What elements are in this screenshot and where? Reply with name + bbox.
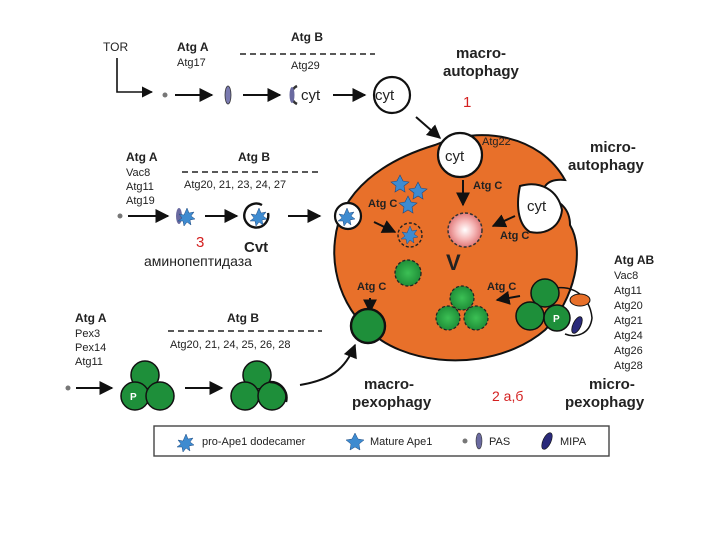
vacuole-label: V	[446, 250, 461, 275]
row2-number: 3	[196, 234, 204, 251]
row3-gene-1: Pex3	[75, 328, 100, 340]
row3-gene-2: Pex14	[75, 342, 106, 354]
row2-gene-2: Atg11	[126, 181, 154, 193]
vacuole-cyt-right: cyt	[527, 198, 547, 215]
micro-number: 2 а,б	[492, 388, 523, 404]
row1-arrow-to-vacuole	[415, 116, 442, 139]
row1-cyt-1: cyt	[301, 87, 321, 104]
micropex-p-label: P	[553, 314, 560, 325]
micro-pexophagy-title-2: pexophagy	[565, 394, 645, 411]
row2-proape1-icon	[177, 207, 196, 227]
micropex-peroxisome-2-icon	[515, 301, 545, 331]
vacuole-arrow-cvt	[373, 220, 397, 233]
micropex-vacuole-arm-icon	[569, 293, 591, 307]
atgc-label-2: Atg C	[500, 230, 529, 242]
row2-cvt-label: Cvt	[244, 239, 268, 256]
micro-gene-4: Atg21	[614, 315, 643, 327]
micropex-peroxisome-1-icon	[530, 278, 560, 308]
legend-mature-ape1-icon	[345, 432, 365, 451]
micro-pexophagy-title-1: micro-	[589, 376, 635, 393]
micropex-peroxisome-p-icon	[543, 304, 571, 332]
legend-dot-icon	[462, 438, 468, 444]
atgc-label-3: Atg C	[368, 198, 397, 210]
atgc-label-5: Atg C	[487, 281, 516, 293]
legend-item-2: Mature Ape1	[370, 436, 432, 448]
row1-atg29-label: Atg29	[291, 60, 320, 72]
row2-gene-1: Vac8	[126, 167, 150, 179]
tor-label: TOR	[103, 40, 128, 54]
vacuole-degraded-body-icon	[447, 212, 483, 248]
row3-atga-label: Atg A	[75, 311, 107, 325]
row2-atgb-list: Atg20, 21, 23, 24, 27	[184, 179, 286, 191]
micro-autophagy-title-2: autophagy	[568, 157, 644, 174]
vacuole-cyt-top-icon	[436, 131, 484, 179]
row1-pas-icon	[224, 85, 232, 105]
micro-gene-3: Atg20	[614, 300, 643, 312]
row3-atgb-list: Atg20, 21, 24, 25, 26, 28	[170, 339, 290, 351]
vacuole-pexophagosome-icon	[349, 307, 387, 345]
row3-peroxisome-4-icon	[230, 381, 260, 411]
macro-autophagy-title-1: macro-	[456, 45, 506, 62]
row3-dot-icon	[65, 385, 71, 391]
vacuole-invagination-icon	[517, 183, 564, 234]
legend-proape1-icon	[176, 433, 195, 453]
row1-atg17-label: Atg17	[177, 57, 206, 69]
micro-gene-1: Vac8	[614, 270, 638, 282]
row1-pas-small-icon	[289, 87, 295, 103]
legend-item-3: PAS	[489, 436, 510, 448]
micropex-arm-icon	[547, 286, 593, 337]
row2-atgb-label: Atg B	[238, 150, 270, 164]
row3-peroxisome-2-icon	[145, 381, 175, 411]
legend-pas-icon	[475, 432, 483, 450]
legend-box	[153, 425, 610, 457]
row1-dot-icon	[162, 92, 168, 98]
vacuole-arrow-micropex	[495, 290, 521, 305]
row3-gene-3: Atg11	[75, 356, 103, 368]
row2-phagophore-icon	[243, 202, 270, 229]
vacuole-cyt-top: cyt	[445, 148, 465, 165]
vacuole-green-body-2-icon	[449, 285, 475, 311]
micropex-mipa-icon	[571, 316, 583, 334]
row1-atgb-label: Atg B	[291, 30, 323, 44]
micro-gene-5: Atg24	[614, 330, 643, 342]
micro-atgab-label: Atg AB	[614, 253, 655, 267]
row3-p-label: P	[130, 392, 137, 403]
row2-proape1-icon-2	[249, 207, 268, 227]
atgc-label-4: Atg C	[357, 281, 386, 293]
vacuole-green-body-1-icon	[394, 259, 422, 287]
vacuole-green-body-3-icon	[435, 305, 461, 331]
row2-enzyme-label: аминопептидаза	[144, 253, 252, 269]
vacuole-green-body-4-icon	[463, 305, 489, 331]
vacuole-arrow-left	[491, 214, 516, 228]
legend-item-4: MIPA	[560, 436, 587, 448]
row2-dot-icon	[117, 213, 123, 219]
row2-atga-label: Atg A	[126, 150, 158, 164]
row3-atgb-label: Atg B	[227, 311, 259, 325]
vacuole-ape1-icon	[400, 225, 419, 245]
row1-number: 1	[463, 94, 471, 111]
legend-mipa-icon	[541, 432, 553, 450]
macro-autophagy-title-2: autophagy	[443, 63, 519, 80]
row1-atga-label: Atg A	[177, 40, 209, 54]
mature-ape1-icons	[390, 174, 428, 214]
micro-gene-6: Atg26	[614, 345, 643, 357]
macro-pexophagy-title-2: pexophagy	[352, 394, 432, 411]
row3-phagophore-icon	[269, 380, 288, 403]
micro-gene-7: Atg28	[614, 360, 643, 372]
row1-autophagosome-icon	[372, 75, 412, 115]
row1-cyt-2: cyt	[375, 87, 395, 104]
tor-arrow	[116, 58, 154, 98]
row3-arrow-to-vacuole	[299, 343, 357, 386]
micro-gene-2: Atg11	[614, 285, 642, 297]
row2-gene-3: Atg19	[126, 195, 155, 207]
legend-item-1: pro-Ape1 dodecamer	[202, 436, 306, 448]
micro-autophagy-title-1: micro-	[590, 139, 636, 156]
macro-pexophagy-title-1: macro-	[364, 376, 414, 393]
atgc-label-1: Atg C	[473, 180, 502, 192]
row2-proape1-icon-3	[337, 207, 356, 227]
atg22-label: Atg22	[482, 136, 511, 148]
